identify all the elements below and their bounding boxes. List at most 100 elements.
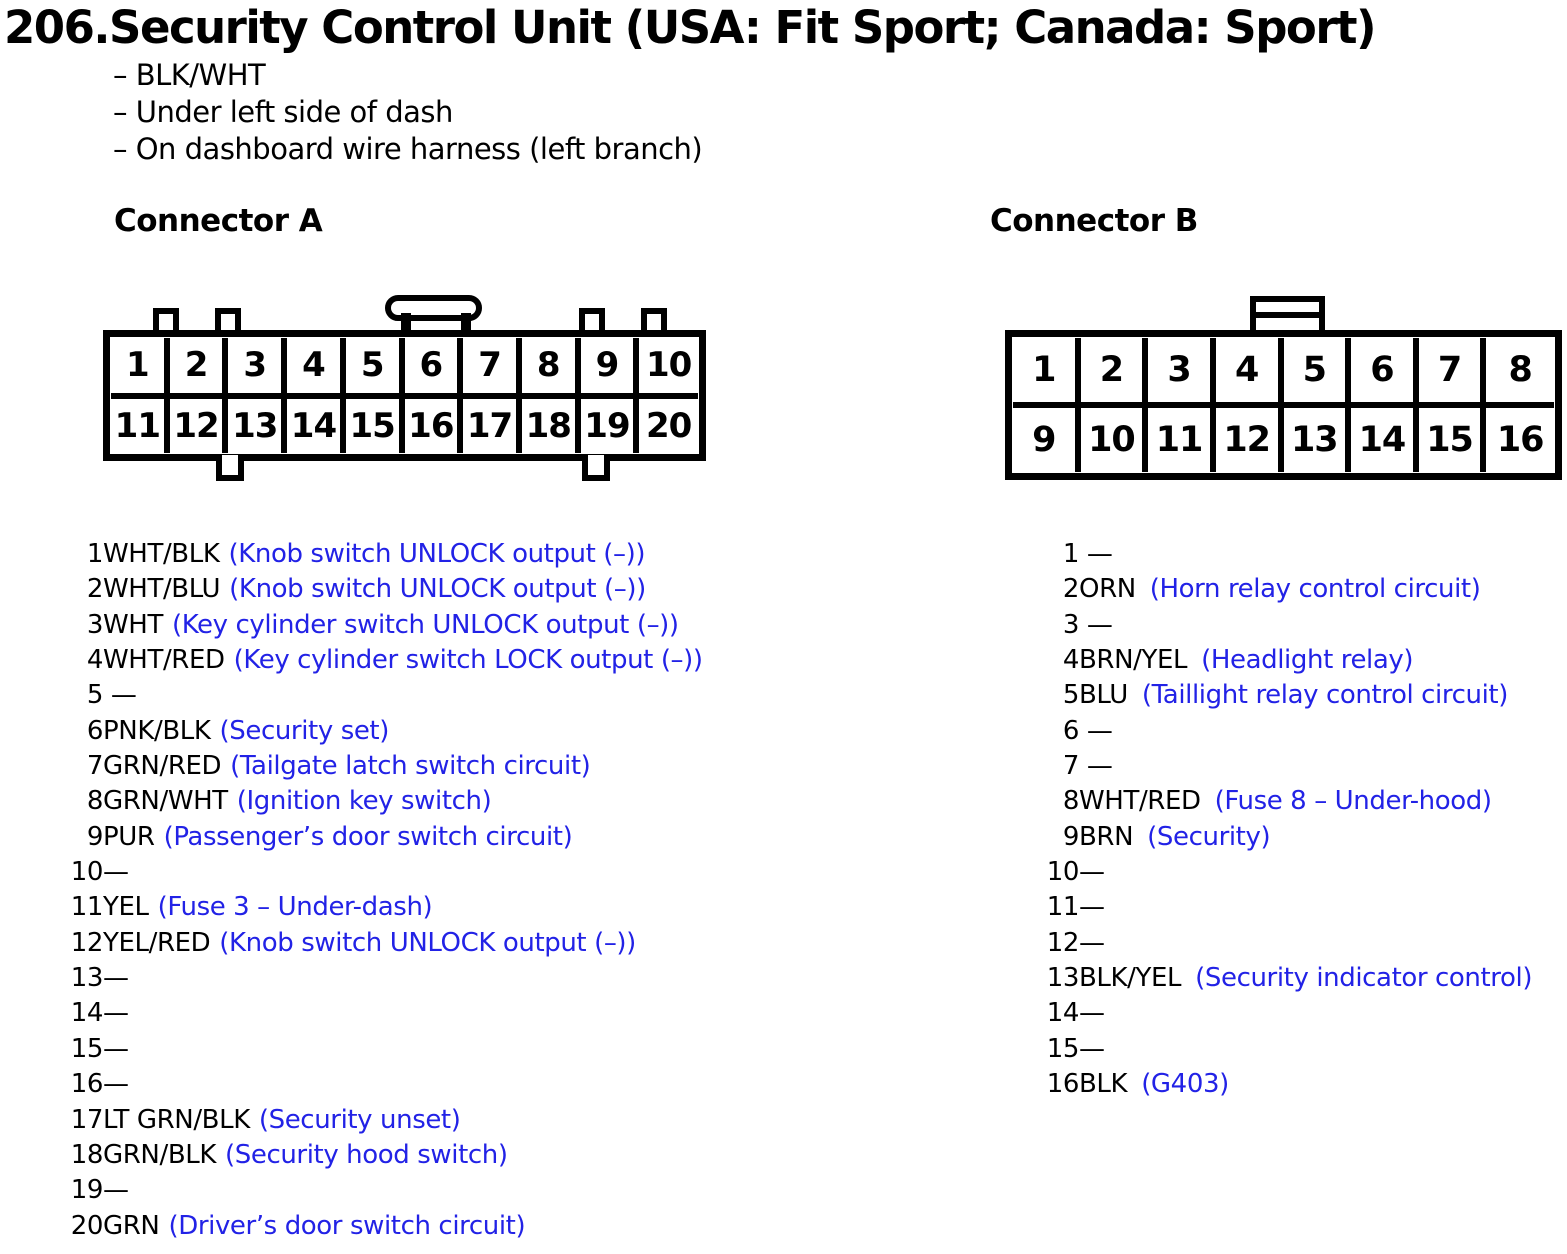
pin-wire-color: WHT/BLK — [103, 539, 220, 569]
pin-wire-color: — — [1079, 1033, 1105, 1064]
pin-number: 18 — [70, 1139, 104, 1170]
pin-number: 2 — [1062, 574, 1080, 605]
connector-b-pin-cell-2: 2 — [1080, 338, 1149, 408]
pin-wire-color: LT GRN/BLK — [103, 1104, 250, 1135]
pin-number: 15 — [1046, 1033, 1080, 1064]
connector-a-pin-line-20: 20GRN(Driver’s door switch circuit) — [67, 1209, 703, 1244]
bullet-item: – BLK/WHT — [113, 58, 266, 92]
connector-b-pin-line-12: 12— — [1046, 926, 1532, 961]
pin-wire-color: — — [1079, 927, 1105, 958]
connector-b-pin-cell-14: 14 — [1351, 408, 1419, 472]
pin-number: 2 — [86, 574, 104, 605]
pin-number: 4 — [86, 645, 104, 676]
connector-a-pin-line-19: 19— — [67, 1173, 703, 1208]
pin-wire-color: GRN/BLK — [103, 1139, 216, 1170]
pin-number: 4 — [1062, 645, 1080, 676]
pin-number: 16 — [1046, 1069, 1080, 1100]
connector-a-pin-cell-15: 15 — [346, 398, 405, 453]
connector-b-pin-line-13: 13BLK/YEL (Security indicator control) — [1046, 961, 1533, 996]
bullet-list: – BLK/WHT– Under left side of dash– On d… — [113, 57, 703, 168]
connector-a-pin-cell-10: 10 — [639, 338, 698, 399]
connector-a-pin-list: 1WHT/BLK(Knob switch UNLOCK output (–))2… — [67, 537, 703, 1244]
pin-number: 13 — [70, 963, 104, 994]
connector-a-pin-line-10: 10— — [67, 855, 703, 890]
pin-wire-color: — — [1079, 539, 1113, 569]
bullet-item: – Under left side of dash — [113, 95, 453, 129]
connector-b-latch-bar-icon — [1256, 312, 1319, 318]
connector-a-pin-cell-5: 5 — [345, 338, 405, 399]
pin-description: (Driver’s door switch circuit) — [168, 1210, 526, 1241]
pin-number: 3 — [1062, 609, 1080, 640]
pin-description: (Knob switch UNLOCK output (–)) — [228, 539, 646, 569]
connector-a-pin-cell-18: 18 — [522, 398, 581, 453]
connector-a-mount-tab-icon — [582, 455, 610, 481]
pin-number: 3 — [86, 609, 104, 640]
pin-number: 1 — [86, 539, 104, 569]
connector-b-pin-line-1: 1 — — [1046, 537, 1532, 572]
connector-a-pin-cell-14: 14 — [287, 398, 346, 453]
pin-number: 17 — [70, 1104, 104, 1135]
connector-a-heading: Connector A — [114, 203, 323, 239]
connector-a-mount-tab-icon — [215, 308, 241, 332]
connector-b-pin-cell-3: 3 — [1148, 338, 1216, 408]
connector-a-latch-leg-icon — [401, 313, 411, 337]
pin-wire-color: BLK — [1079, 1069, 1128, 1100]
pin-number: 9 — [1062, 821, 1080, 852]
pin-description: (Key cylinder switch LOCK output (–)) — [233, 645, 703, 676]
connector-a-pin-cell-9: 9 — [580, 338, 640, 399]
bullet-item: – On dashboard wire harness (left branch… — [113, 132, 703, 166]
pin-description: (Security indicator control) — [1195, 963, 1533, 994]
pin-wire-color: — — [1079, 609, 1113, 640]
connector-a-pin-line-18: 18GRN/BLK(Security hood switch) — [67, 1138, 703, 1173]
pin-wire-color: YEL — [103, 892, 149, 923]
connector-a-pin-line-15: 15— — [67, 1032, 703, 1067]
connector-b-pin-line-7: 7 — — [1046, 749, 1532, 784]
pin-number: 9 — [86, 821, 104, 852]
pin-wire-color: WHT/RED — [1079, 786, 1201, 817]
connector-b-pin-cell-8: 8 — [1486, 338, 1554, 408]
pin-description: (Tailgate latch switch circuit) — [230, 751, 591, 782]
connector-a-pin-line-1: 1WHT/BLK (Knob switch UNLOCK output (–)) — [67, 537, 703, 572]
connector-b-pin-cell-15: 15 — [1419, 408, 1487, 472]
pin-wire-color: — — [103, 1175, 129, 1206]
connector-b-pin-line-6: 6 — — [1046, 714, 1532, 749]
pin-number: 1 — [1062, 539, 1080, 569]
connector-b-pin-line-11: 11— — [1046, 890, 1532, 925]
connector-a-pin-cell-3: 3 — [228, 338, 288, 399]
pin-description: (Security) — [1147, 821, 1271, 852]
connector-b-pin-line-9: 9BRN (Security) — [1046, 820, 1532, 855]
connector-b-pin-list: 1 —2ORN(Horn relay control circuit)3 —4B… — [1046, 537, 1533, 1103]
pin-wire-color: ORN — [1079, 574, 1136, 605]
pin-wire-color: BLK/YEL — [1079, 963, 1182, 994]
pin-number: 12 — [70, 927, 104, 958]
pin-number: 7 — [86, 751, 104, 782]
connector-a-pin-cell-6: 6 — [404, 338, 464, 399]
pin-number: 11 — [70, 892, 104, 923]
connector-b-pin-cell-1: 1 — [1013, 338, 1081, 408]
connector-a-pin-line-4: 4WHT/RED(Key cylinder switch LOCK output… — [67, 643, 703, 678]
connector-a-pin-cell-7: 7 — [463, 338, 522, 399]
connector-a-pin-line-8: 8GRN/WHT(Ignition key switch) — [67, 784, 703, 819]
pin-wire-color: — — [1079, 857, 1105, 888]
pin-number: 15 — [70, 1033, 104, 1064]
connector-a-pin-line-2: 2WHT/BLU(Knob switch UNLOCK output (–)) — [67, 572, 703, 607]
connector-b-pin-line-14: 14— — [1046, 996, 1532, 1031]
pin-description: (Headlight relay) — [1201, 645, 1414, 676]
pin-number: 16 — [70, 1069, 104, 1100]
connector-a-pin-line-11: 11YEL(Fuse 3 – Under-dash) — [67, 890, 703, 925]
pin-number: 20 — [70, 1210, 104, 1241]
connector-a-pin-cell-8: 8 — [521, 338, 581, 399]
pin-wire-color: BRN/YEL — [1079, 645, 1188, 676]
connector-b-pin-cell-5: 5 — [1283, 338, 1352, 408]
pin-wire-color: BRN — [1079, 821, 1134, 852]
pin-description: (Horn relay control circuit) — [1149, 574, 1481, 605]
pin-number: 8 — [1062, 786, 1080, 817]
pin-number: 7 — [1062, 751, 1080, 782]
connector-b-pin-cell-12: 12 — [1216, 408, 1284, 472]
pin-wire-color: — — [103, 680, 137, 711]
pin-number: 13 — [1046, 963, 1080, 994]
connector-b-pin-cell-16: 16 — [1496, 420, 1545, 460]
